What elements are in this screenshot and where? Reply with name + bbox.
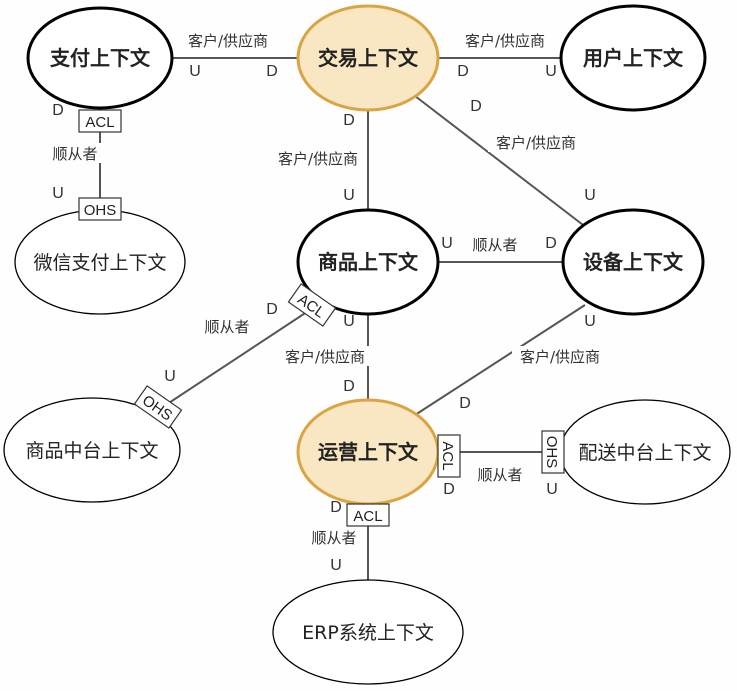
edge-label: 顺从者	[311, 529, 356, 547]
edge-label-bg	[307, 527, 361, 547]
node-label-shangpin: 商品上下文	[318, 250, 419, 274]
node-label-zhongtai: 商品中台上下文	[25, 440, 158, 462]
acl-tag: ACL	[437, 434, 461, 478]
tag-box	[78, 197, 122, 221]
node-zhifu	[26, 6, 174, 110]
edge-label-bg	[270, 148, 366, 168]
node-label-erp: ERP系统上下文	[302, 622, 434, 644]
edge-label-bg	[468, 234, 522, 254]
edge-label-bg	[488, 132, 584, 152]
marker-u: U	[343, 313, 355, 330]
edge-label: 顺从者	[477, 466, 522, 484]
marker-d: D	[266, 301, 278, 318]
marker-d: D	[266, 63, 278, 80]
node-shebei	[561, 208, 705, 316]
marker-d: D	[343, 112, 355, 129]
edge-jiaoyi-shebei	[414, 95, 588, 229]
node-zhongtai	[3, 397, 181, 503]
marker-u: U	[441, 235, 453, 252]
edge-shebei-yunying	[414, 304, 586, 416]
node-label-zhifu: 支付上下文	[50, 46, 151, 70]
edge-label: 客户/供应商	[520, 348, 600, 366]
node-label-jiaoyi: 交易上下文	[318, 46, 419, 70]
node-yonghu	[559, 4, 707, 112]
tag-box	[78, 109, 122, 133]
tag-box	[346, 503, 390, 527]
edge-label-bg	[277, 346, 373, 366]
edge-label: 客户/供应商	[188, 32, 268, 50]
marker-u: U	[189, 63, 201, 80]
edge-label: 客户/供应商	[285, 348, 365, 366]
marker-u: U	[330, 557, 342, 574]
tag-label: OHS	[84, 202, 117, 219]
tag-label: ACL	[85, 114, 114, 131]
edge-label: 客户/供应商	[278, 150, 358, 168]
tag-label: ACL	[353, 508, 382, 525]
node-label-shebei: 设备上下文	[583, 250, 684, 274]
edge-label-bg	[473, 464, 527, 484]
node-label-weixin: 微信支付上下文	[33, 252, 166, 274]
marker-d: D	[545, 235, 557, 252]
edge-label-bg	[48, 143, 102, 163]
acl-tag: ACL	[346, 503, 390, 527]
marker-d: D	[459, 395, 471, 412]
marker-d: D	[52, 102, 64, 119]
marker-d: D	[443, 481, 455, 498]
marker-u: U	[546, 481, 558, 498]
marker-u: U	[343, 187, 355, 204]
marker-u: U	[545, 63, 557, 80]
edge-label-bg	[200, 316, 254, 336]
edge-label-bg	[180, 30, 276, 50]
marker-u: U	[584, 187, 596, 204]
marker-u: U	[584, 313, 596, 330]
acl-tag: ACL	[78, 109, 122, 133]
edge-label: 客户/供应商	[496, 134, 576, 152]
node-shangpin	[296, 208, 440, 316]
tag-box	[287, 283, 337, 327]
edge-label-bg	[457, 30, 553, 50]
edge-label-bg	[512, 346, 608, 366]
node-label-yunying: 运营上下文	[318, 440, 419, 464]
node-jiaoyi	[296, 4, 440, 112]
node-label-yonghu: 用户上下文	[583, 46, 684, 70]
tag-label: OHS	[543, 436, 560, 469]
marker-d: D	[470, 98, 482, 115]
marker-d: D	[343, 378, 355, 395]
edge-label: 顺从者	[204, 318, 249, 336]
tag-box	[133, 385, 183, 429]
ohs-tag: OHS	[78, 197, 122, 221]
edge-label: 客户/供应商	[465, 32, 545, 50]
marker-d: D	[330, 499, 342, 516]
marker-d: D	[457, 63, 469, 80]
edge-shangpin-zhongtai	[139, 299, 326, 423]
tag-box	[437, 434, 461, 478]
ohs-tag: OHS	[541, 430, 565, 474]
node-erp	[272, 579, 464, 685]
tag-box	[541, 430, 565, 474]
edge-label: 顺从者	[472, 236, 517, 254]
marker-u: U	[52, 185, 64, 202]
marker-u: U	[164, 368, 176, 385]
tag-label: ACL	[439, 441, 456, 470]
node-label-peisong: 配送中台上下文	[578, 442, 711, 464]
edge-label: 顺从者	[52, 145, 97, 163]
